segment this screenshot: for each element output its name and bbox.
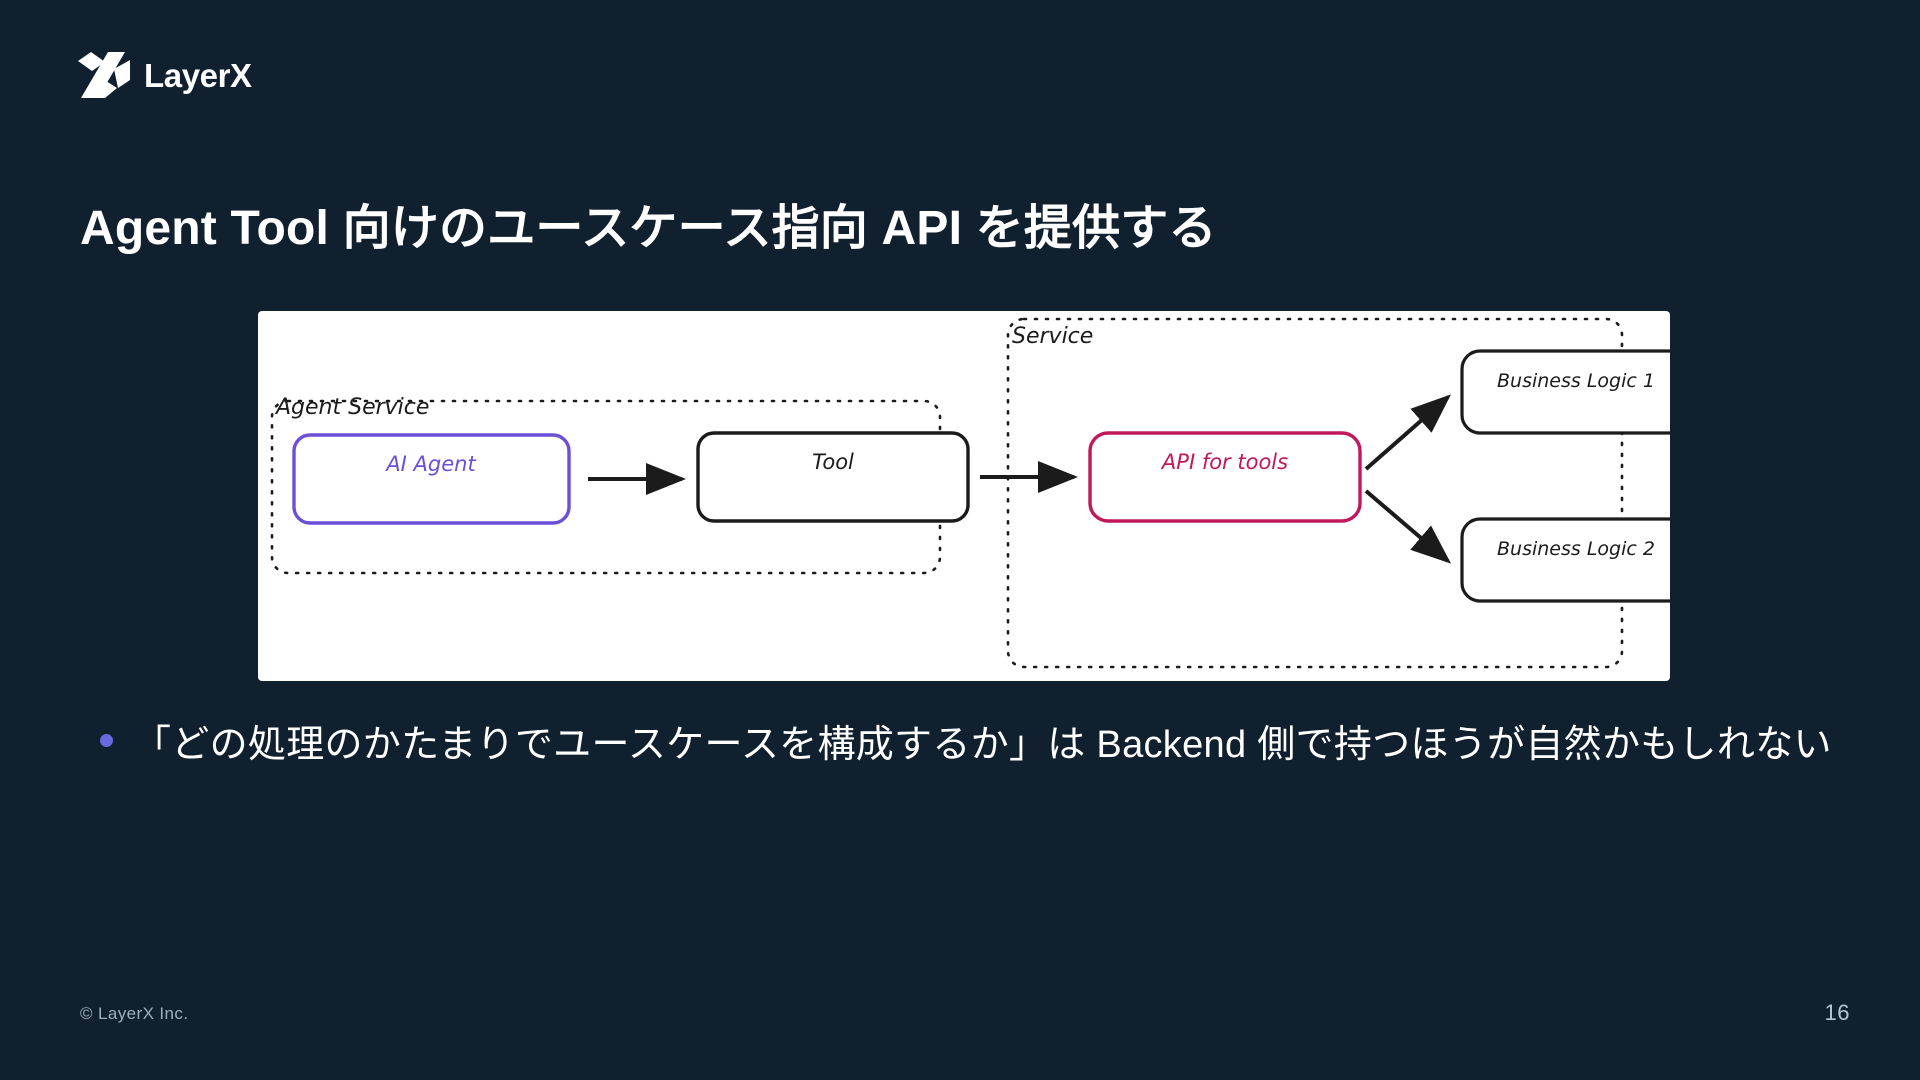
- node-business-logic-2[interactable]: Business Logic 2: [1460, 517, 1670, 603]
- brand-name: LayerX: [144, 56, 252, 94]
- node-tool[interactable]: Tool: [696, 431, 970, 523]
- node-api-for-tools[interactable]: API for tools: [1088, 431, 1362, 523]
- page-number: 16: [1824, 1000, 1850, 1025]
- brand-logo: LayerX: [78, 52, 252, 98]
- edge-api-to-bl1: [1364, 394, 1452, 471]
- bullet-marker-icon: [100, 734, 113, 747]
- group-agent-service-label: Agent Service: [274, 395, 429, 420]
- bullet-list: 「どの処理のかたまりでユースケースを構成するか」は Backend 側で持つほう…: [100, 712, 1840, 779]
- node-ai-agent[interactable]: AI Agent: [292, 433, 571, 525]
- node-business-logic-2-label: Business Logic 2: [1497, 538, 1655, 560]
- node-business-logic-1[interactable]: Business Logic 1: [1460, 349, 1670, 435]
- architecture-diagram: Agent Service Service AI Agent Tool: [258, 311, 1670, 681]
- group-service-label: Service: [1012, 324, 1093, 349]
- node-tool-label: Tool: [812, 450, 854, 474]
- bullet-item-text: 「どの処理のかたまりでユースケースを構成するか」は Backend 側で持つほう…: [133, 724, 1832, 766]
- group-agent-service: Agent Service: [270, 395, 942, 575]
- footer-copyright: © LayerX Inc.: [80, 1004, 189, 1023]
- group-service: Service: [1006, 317, 1624, 669]
- node-api-for-tools-label: API for tools: [1160, 450, 1288, 474]
- page-title: Agent Tool 向けのユースケース指向 API を提供する: [80, 202, 1217, 255]
- edge-api-to-bl2: [1364, 489, 1452, 564]
- node-ai-agent-label: AI Agent: [384, 452, 476, 476]
- node-business-logic-1-label: Business Logic 1: [1497, 370, 1655, 392]
- layerx-x-mark-icon: [78, 52, 130, 98]
